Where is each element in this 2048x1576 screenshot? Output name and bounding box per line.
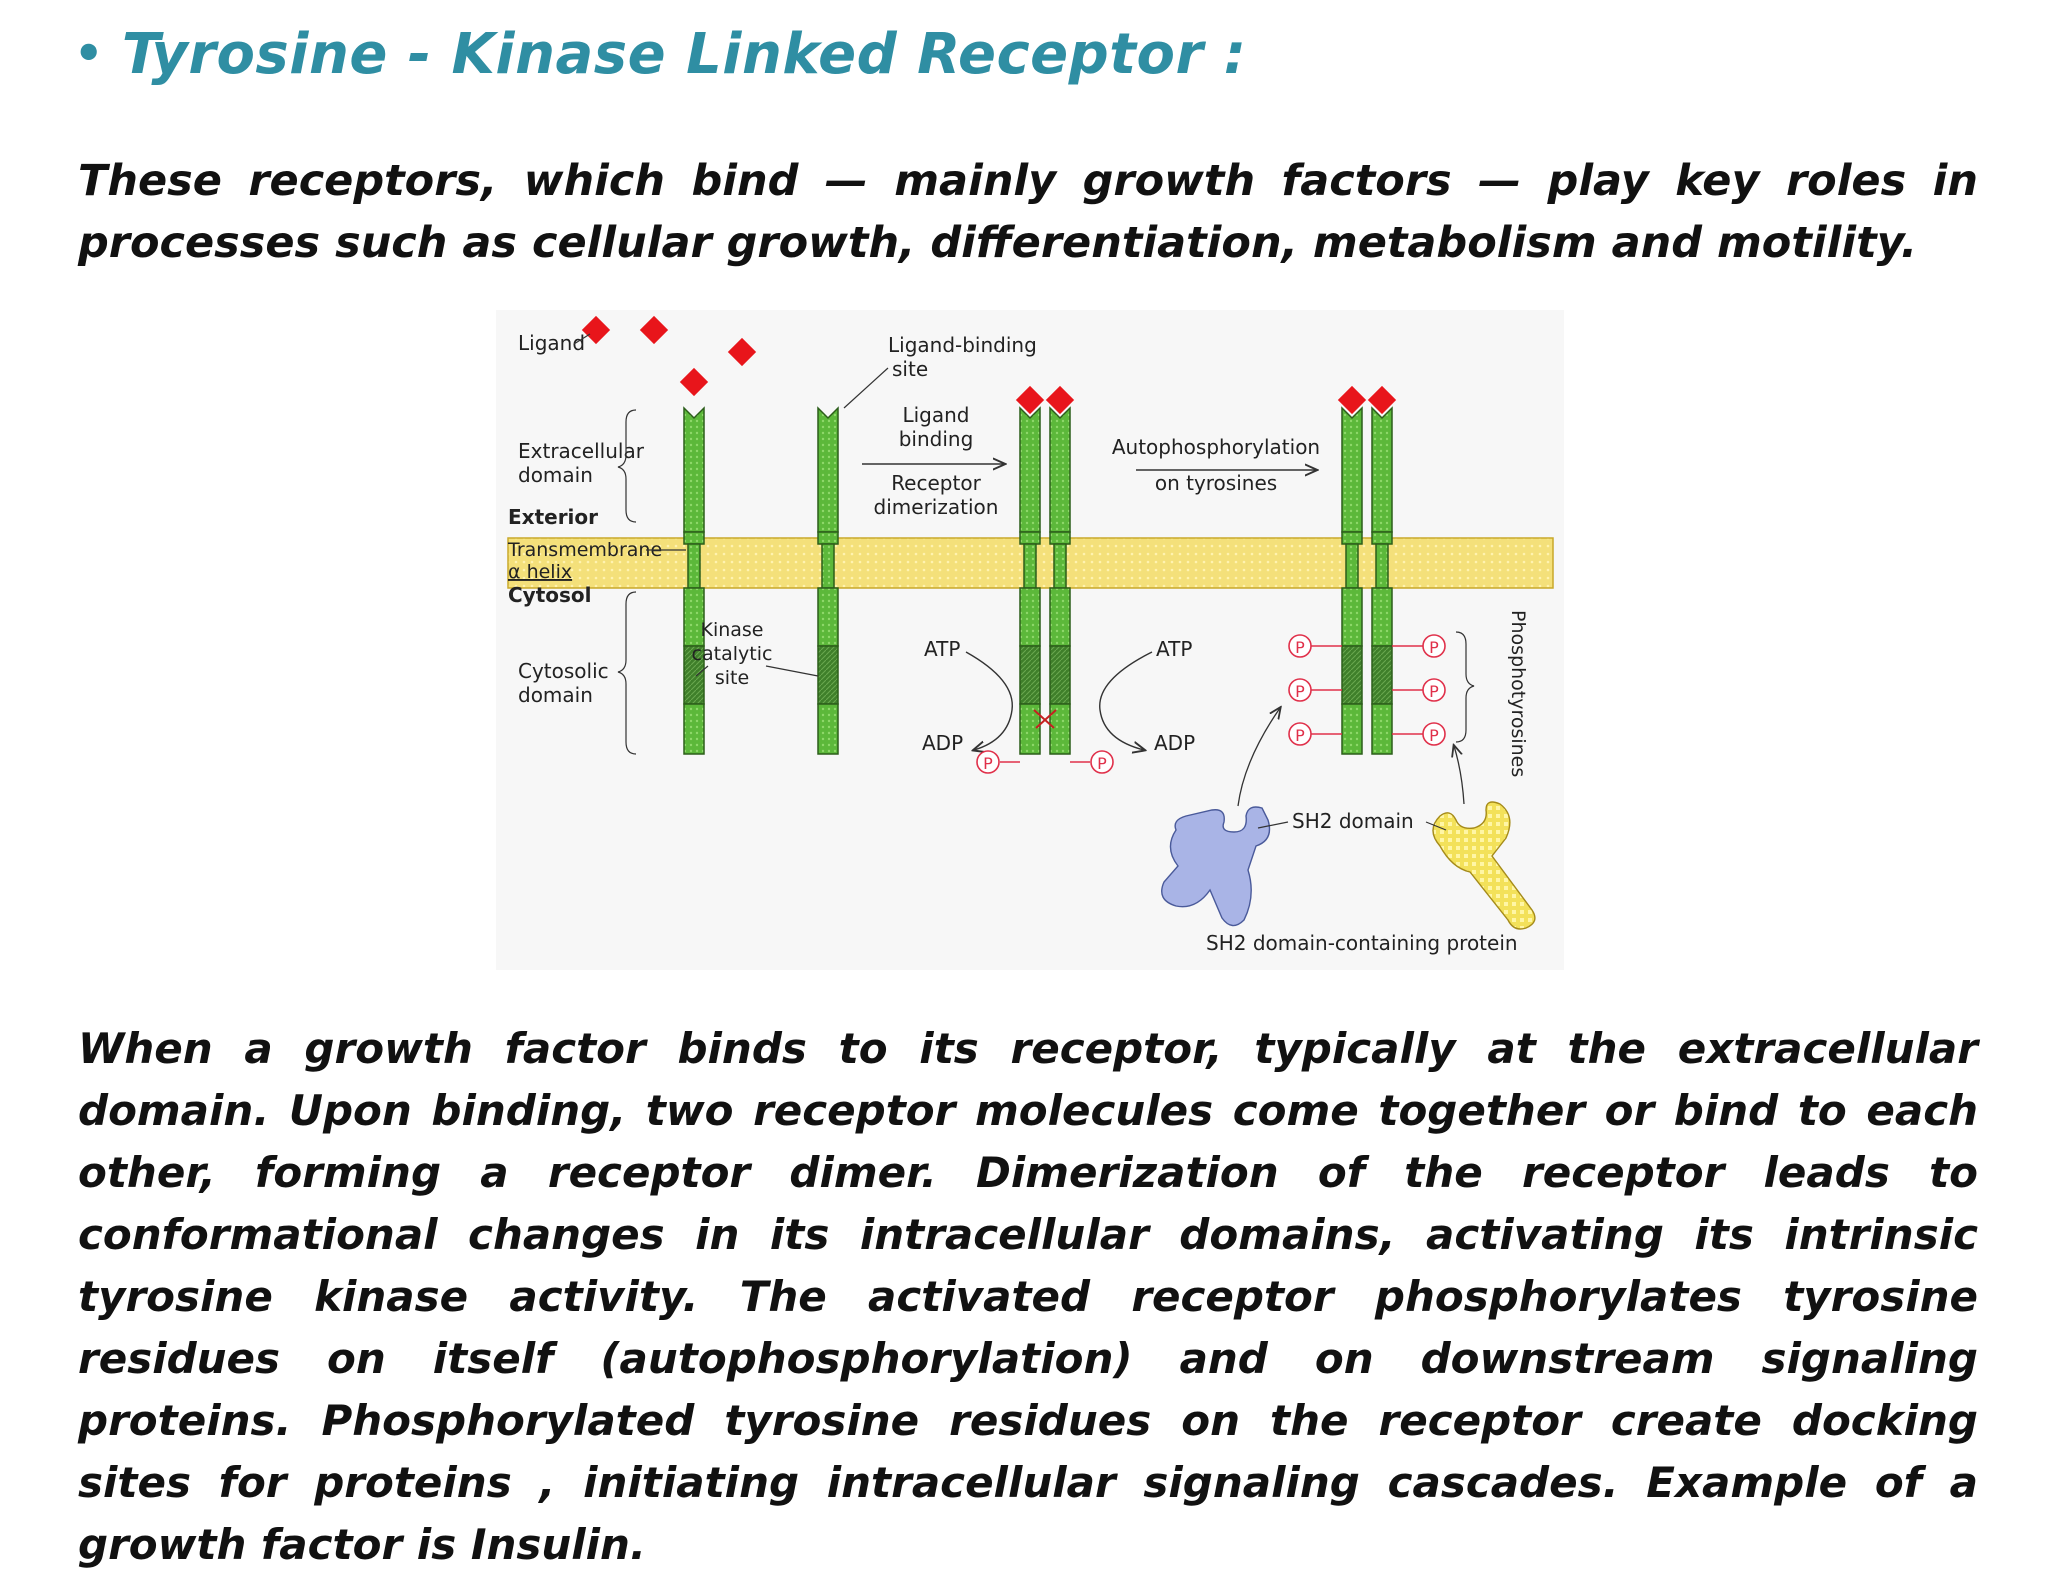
bound-ligand-1 — [1015, 385, 1045, 415]
svg-text:P: P — [1295, 682, 1305, 701]
label-transmembrane: Transmembrane — [507, 539, 662, 561]
svg-text:P: P — [1295, 638, 1305, 657]
label-step2-tyrosines: on tyrosines — [1155, 471, 1277, 495]
label-cytosolic-domain: domain — [518, 683, 593, 707]
cytosolic-brace — [617, 591, 637, 755]
label-step2-autophosphorylation: Autophosphorylation — [1112, 435, 1320, 459]
sh2-protein-left — [1161, 806, 1271, 927]
phosphotyrosines-left-column: P P P — [1288, 634, 1342, 746]
label-extracellular-domain: domain — [518, 463, 593, 487]
label-kinase: Kinase — [700, 619, 763, 641]
sh2-arrow-right — [1454, 746, 1465, 805]
svg-text:P: P — [1429, 682, 1439, 701]
svg-text:P: P — [1429, 726, 1439, 745]
receptor-monomer-2 — [817, 406, 839, 755]
atp-arrow-right — [1099, 651, 1153, 750]
label-cytosol: Cytosol — [508, 583, 592, 607]
ligand-2 — [639, 315, 669, 345]
title-bullet: • — [74, 26, 104, 80]
ligand-4 — [727, 337, 757, 367]
label-ligand-binding-site: site — [892, 357, 928, 381]
label-phosphotyrosines: Phosphotyrosines — [1507, 610, 1529, 777]
label-step1-dimerization: dimerization — [874, 495, 999, 519]
label-alpha-helix: α helix — [508, 561, 572, 583]
ligands — [581, 315, 1397, 415]
bound-ligand-4 — [1367, 385, 1397, 415]
svg-text:P: P — [1097, 754, 1107, 773]
phosphate-left: P — [976, 750, 1020, 774]
phosphate-right: P — [1070, 750, 1114, 774]
label-step1-receptor: Receptor — [891, 471, 981, 495]
label-adp-right: ADP — [1154, 731, 1195, 755]
label-atp-left: ATP — [924, 637, 960, 661]
receptor-monomer-1 — [683, 406, 705, 755]
title-text: Tyrosine - Kinase Linked Receptor : — [121, 22, 1247, 87]
label-catalytic: catalytic — [692, 643, 773, 665]
phosphotyrosine-brace — [1455, 631, 1475, 743]
svg-text:P: P — [1295, 726, 1305, 745]
atp-arrow-left — [965, 651, 1013, 750]
body-paragraph: When a growth factor binds to its recept… — [78, 1024, 1978, 1569]
bound-ligand-3 — [1337, 385, 1367, 415]
receptor-diagram: Ligand Extracellular domain Exterior Tra… — [496, 310, 1564, 970]
label-sh2-protein: SH2 domain-containing protein — [1206, 931, 1518, 955]
label-sh2-domain: SH2 domain — [1292, 809, 1414, 833]
ligand-1 — [581, 315, 611, 345]
bound-ligand-2 — [1045, 385, 1075, 415]
svg-text:P: P — [983, 754, 993, 773]
label-step1-ligand: Ligand — [902, 403, 969, 427]
label-ligand: Ligand — [518, 331, 585, 355]
page-title: • Tyrosine - Kinase Linked Receptor : — [74, 22, 1246, 87]
label-site: site — [715, 667, 749, 689]
label-adp-left: ADP — [922, 731, 963, 755]
svg-text:P: P — [1429, 638, 1439, 657]
label-atp-right: ATP — [1156, 637, 1192, 661]
label-exterior: Exterior — [508, 505, 598, 529]
label-cytosolic: Cytosolic — [518, 659, 609, 683]
label-ligand-binding: Ligand-binding — [888, 333, 1037, 357]
phosphorylated-dimer — [1341, 406, 1393, 755]
label-extracellular: Extracellular — [518, 439, 645, 463]
label-step1-binding: binding — [899, 427, 974, 451]
sh2-arrow-left — [1237, 708, 1280, 807]
receptor-dimer — [1019, 406, 1071, 755]
extracellular-brace — [617, 409, 637, 523]
intro-paragraph: These receptors, which bind — mainly gro… — [78, 156, 1978, 268]
phosphotyrosines-right-column: P P P — [1392, 634, 1446, 746]
ligand-3 — [679, 367, 709, 397]
sh2-protein-right — [1432, 801, 1536, 930]
